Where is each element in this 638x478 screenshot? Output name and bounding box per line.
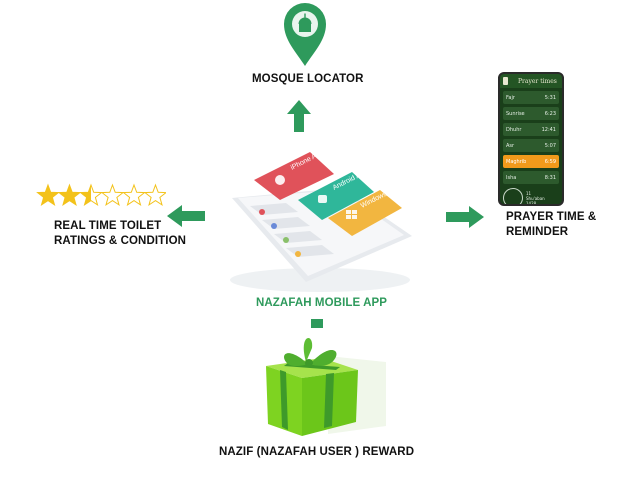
mosque-locator-label: MOSQUE LOCATOR	[252, 73, 364, 85]
prayer-time: 6:23	[544, 110, 556, 117]
ratings-label-line-2: RATINGS & CONDITION	[54, 235, 187, 247]
mosque-pin-icon	[284, 3, 326, 66]
prayer-row: Isha 8:31	[503, 171, 559, 184]
prayer-name: Asr	[506, 142, 515, 149]
prayer-time: 12:41	[541, 126, 556, 133]
prayer-name: Isha	[506, 174, 517, 181]
gift-box-icon	[266, 337, 386, 436]
app-illustration: iPhone Apps Android Apps Windows Apps	[230, 147, 412, 292]
arrow-left	[167, 205, 205, 227]
mosque-mini-icon	[503, 77, 508, 85]
reward-label: NAZIF (NAZAFAH USER ) REWARD	[219, 446, 415, 458]
hijri-year: 1428	[526, 200, 537, 206]
nazafah-app-label: NAZAFAH MOBILE APP	[256, 297, 388, 309]
arrow-right	[446, 206, 484, 228]
prayer-name: Sunrise	[506, 110, 525, 117]
star-icon	[57, 183, 82, 207]
prayer-app-title: Prayer times	[518, 77, 557, 85]
prayer-row: Dhuhr 12:41	[503, 123, 559, 136]
prayer-name: Dhuhr	[506, 126, 522, 133]
prayer-row: Maghrib 6:59	[503, 155, 559, 168]
star-icon	[36, 183, 60, 207]
hijri-date: 11 Shu'aban 1428	[526, 190, 545, 206]
prayer-row: Fajr 5:31	[503, 91, 559, 104]
prayer-row: Sunrise 6:23	[503, 107, 559, 120]
compass-icon	[503, 188, 523, 204]
star-icon	[79, 183, 103, 207]
star-icon	[100, 183, 125, 207]
prayer-label-line-2: REMINDER	[506, 226, 569, 238]
prayer-time: 8:31	[544, 174, 556, 181]
hijri-month: Shu'aban	[526, 195, 545, 201]
star-icon	[122, 183, 146, 207]
prayer-label-line-1: PRAYER TIME &	[506, 211, 597, 223]
arrow-up	[287, 100, 311, 132]
prayer-time: 5:31	[544, 94, 556, 101]
hijri-day: 11	[526, 190, 532, 196]
prayer-time: 5:07	[544, 142, 556, 149]
prayer-time: 6:59	[544, 158, 556, 165]
ratings-label: REAL TIME TOILET RATINGS & CONDITION	[54, 219, 186, 249]
prayer-app-header: Prayer times	[500, 74, 562, 88]
ratings-label-line-1: REAL TIME TOILET	[54, 220, 162, 232]
prayer-name: Fajr	[506, 94, 515, 101]
arrow-down-stem	[311, 319, 323, 328]
prayer-time-label: PRAYER TIME & REMINDER	[506, 210, 596, 240]
star-icon	[143, 183, 166, 207]
prayer-app-footer: 11 Shu'aban 1428	[503, 188, 559, 206]
star-rating	[36, 183, 166, 207]
prayer-row: Asr 5:07	[503, 139, 559, 152]
prayer-name: Maghrib	[506, 158, 527, 165]
